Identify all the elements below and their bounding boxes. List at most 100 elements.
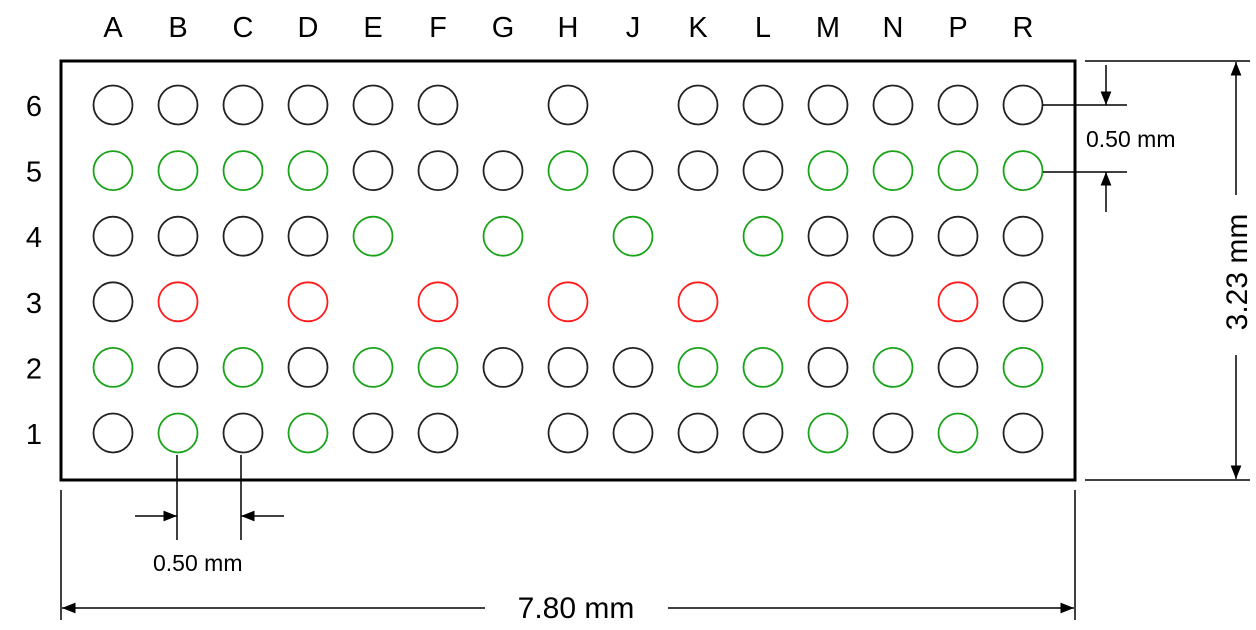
ball-F1 xyxy=(417,412,459,454)
ball-D3 xyxy=(287,281,329,323)
column-label-D: D xyxy=(298,12,319,44)
height-label: 3.23 mm xyxy=(1221,214,1254,331)
ball-F6 xyxy=(417,84,459,126)
ball-J1 xyxy=(612,412,654,454)
column-label-P: P xyxy=(948,12,967,44)
ball-R2 xyxy=(1002,346,1044,388)
ball-D6 xyxy=(287,84,329,126)
ball-B5 xyxy=(157,150,199,192)
ball-J2 xyxy=(612,346,654,388)
ball-M3 xyxy=(807,281,849,323)
ball-E6 xyxy=(352,84,394,126)
width-label: 7.80 mm xyxy=(518,592,635,625)
ball-N4 xyxy=(872,215,914,257)
horizontal-pitch-label: 0.50 mm xyxy=(153,550,242,576)
height-dimension: 3.23 mm xyxy=(1085,60,1254,481)
column-label-F: F xyxy=(429,12,447,44)
ball-P5 xyxy=(937,150,979,192)
column-label-J: J xyxy=(626,12,641,44)
ball-E4 xyxy=(352,215,394,257)
column-label-E: E xyxy=(363,12,382,44)
ball-F5 xyxy=(417,150,459,192)
column-label-B: B xyxy=(168,12,187,44)
vertical-pitch-label: 0.50 mm xyxy=(1086,126,1175,152)
row-label-3: 3 xyxy=(26,288,42,320)
ball-grid xyxy=(92,84,1044,454)
row-label-6: 6 xyxy=(26,91,42,123)
ball-L4 xyxy=(742,215,784,257)
column-label-L: L xyxy=(755,12,771,44)
ball-J5 xyxy=(612,150,654,192)
ball-E5 xyxy=(352,150,394,192)
ball-A2 xyxy=(92,346,134,388)
ball-C1 xyxy=(222,412,264,454)
ball-L6 xyxy=(742,84,784,126)
ball-A1 xyxy=(92,412,134,454)
column-label-M: M xyxy=(816,12,840,44)
ball-K5 xyxy=(677,150,719,192)
ball-H6 xyxy=(547,84,589,126)
ball-R1 xyxy=(1002,412,1044,454)
ball-B1 xyxy=(157,412,199,454)
ball-K6 xyxy=(677,84,719,126)
ball-N1 xyxy=(872,412,914,454)
ball-R4 xyxy=(1002,215,1044,257)
ball-C4 xyxy=(222,215,264,257)
ball-K2 xyxy=(677,346,719,388)
column-label-N: N xyxy=(883,12,904,44)
ball-N2 xyxy=(872,346,914,388)
ball-E2 xyxy=(352,346,394,388)
ball-B3 xyxy=(157,281,199,323)
ball-C2 xyxy=(222,346,264,388)
ball-C6 xyxy=(222,84,264,126)
ball-E1 xyxy=(352,412,394,454)
ball-M2 xyxy=(807,346,849,388)
vertical-pitch-dimension: 0.50 mm xyxy=(1043,65,1175,212)
ball-L2 xyxy=(742,346,784,388)
ball-B6 xyxy=(157,84,199,126)
column-label-A: A xyxy=(103,12,123,44)
row-label-4: 4 xyxy=(26,222,42,254)
ball-R6 xyxy=(1002,84,1044,126)
ball-M4 xyxy=(807,215,849,257)
ball-G4 xyxy=(482,215,524,257)
package-outline xyxy=(59,59,1077,482)
ball-B2 xyxy=(157,346,199,388)
ball-J4 xyxy=(612,215,654,257)
ball-P1 xyxy=(937,412,979,454)
column-label-H: H xyxy=(558,12,579,44)
ball-G2 xyxy=(482,346,524,388)
ball-R3 xyxy=(1002,281,1044,323)
ball-H3 xyxy=(547,281,589,323)
ball-N6 xyxy=(872,84,914,126)
column-label-R: R xyxy=(1013,12,1034,44)
ball-M1 xyxy=(807,412,849,454)
ball-A5 xyxy=(92,150,134,192)
row-label-5: 5 xyxy=(26,157,42,189)
ball-H2 xyxy=(547,346,589,388)
ball-A3 xyxy=(92,281,134,323)
ball-C5 xyxy=(222,150,264,192)
ball-F3 xyxy=(417,281,459,323)
ball-K3 xyxy=(677,281,719,323)
ball-P2 xyxy=(937,346,979,388)
ball-P4 xyxy=(937,215,979,257)
row-label-2: 2 xyxy=(26,353,42,385)
ball-F2 xyxy=(417,346,459,388)
ball-M5 xyxy=(807,150,849,192)
column-label-K: K xyxy=(688,12,708,44)
ball-G5 xyxy=(482,150,524,192)
ball-L1 xyxy=(742,412,784,454)
ball-H5 xyxy=(547,150,589,192)
ball-D2 xyxy=(287,346,329,388)
ball-P3 xyxy=(937,281,979,323)
ball-K1 xyxy=(677,412,719,454)
width-dimension: 7.80 mm xyxy=(60,490,1076,625)
column-label-C: C xyxy=(233,12,254,44)
ball-A4 xyxy=(92,215,134,257)
ball-P6 xyxy=(937,84,979,126)
ball-R5 xyxy=(1002,150,1044,192)
ball-D5 xyxy=(287,150,329,192)
